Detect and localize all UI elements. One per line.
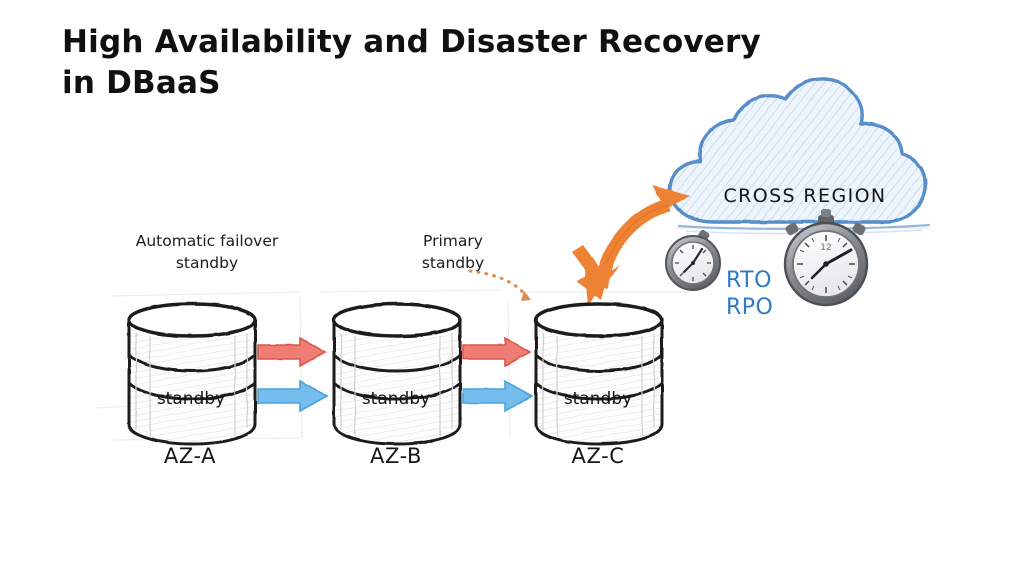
svg-text:12: 12 [820, 243, 831, 253]
db-label-az-a: standby [156, 389, 226, 409]
stopwatch-small-icon [665, 229, 721, 291]
primary-pointer-arrow [572, 245, 612, 300]
replication-arrow-red-a-to-b [257, 336, 327, 368]
zone-label-az-c: AZ-C [571, 444, 625, 468]
zone-label-az-a: AZ-A [163, 444, 217, 468]
primary-leader-line [468, 269, 531, 301]
replication-arrow-blue-a-to-b [257, 379, 329, 413]
database-cylinder-az-a [127, 302, 257, 446]
replication-arrow-red-b-to-c [462, 336, 532, 368]
zone-label-az-b: AZ-B [369, 444, 423, 468]
db-label-az-b: standby [361, 389, 431, 409]
database-cylinder-az-c [534, 302, 664, 446]
metric-label-rto: RTO [726, 268, 772, 293]
annotation-automatic-failover: Automatic failover standby [135, 232, 279, 272]
replication-arrow-blue-b-to-c [462, 379, 534, 413]
stopwatch-large-icon: 12 [783, 209, 869, 307]
page-title: High Availability and Disaster Recovery … [62, 24, 761, 102]
annotation-primary: Primary standby [421, 232, 485, 272]
database-cylinder-az-b [332, 302, 462, 446]
db-label-az-c: standby [563, 389, 633, 409]
cloud-label-cross-region: CROSS REGION [723, 185, 887, 207]
metric-label-rpo: RPO [726, 295, 774, 320]
